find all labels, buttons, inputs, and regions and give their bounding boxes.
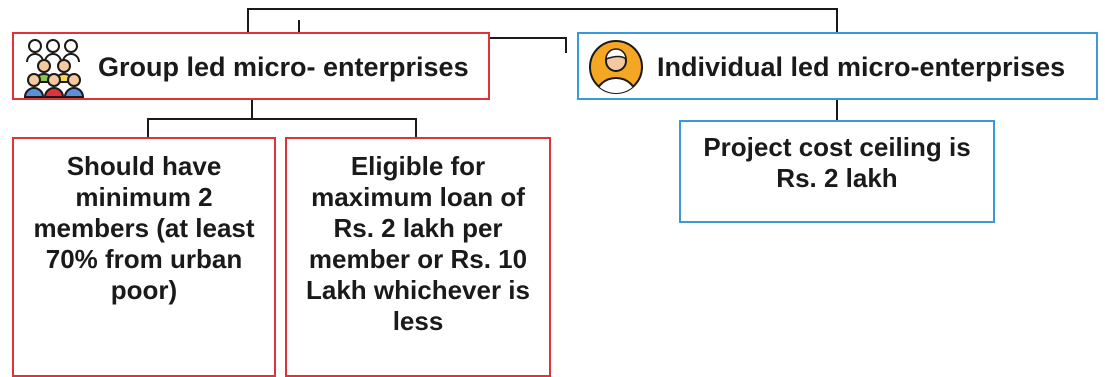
individual-led-title: Individual led micro-enterprises xyxy=(657,52,1066,82)
group-led-box: Group led micro- enterprises xyxy=(12,32,490,100)
group-child-loan: Eligible for maximum loan of Rs. 2 lakh … xyxy=(285,137,551,377)
people-group-icon xyxy=(23,39,85,98)
individual-child-cost-text: Project cost ceiling is Rs. 2 lakh xyxy=(703,132,971,193)
group-child-loan-text: Eligible for maximum loan of Rs. 2 lakh … xyxy=(306,151,530,336)
group-led-title: Group led micro- enterprises xyxy=(98,52,469,82)
group-child-members: Should have minimum 2 members (at least … xyxy=(12,137,276,377)
individual-child-cost: Project cost ceiling is Rs. 2 lakh xyxy=(679,120,995,223)
individual-led-box: Individual led micro-enterprises xyxy=(577,32,1098,100)
person-avatar-icon xyxy=(589,40,643,94)
group-child-members-text: Should have minimum 2 members (at least … xyxy=(33,151,255,305)
